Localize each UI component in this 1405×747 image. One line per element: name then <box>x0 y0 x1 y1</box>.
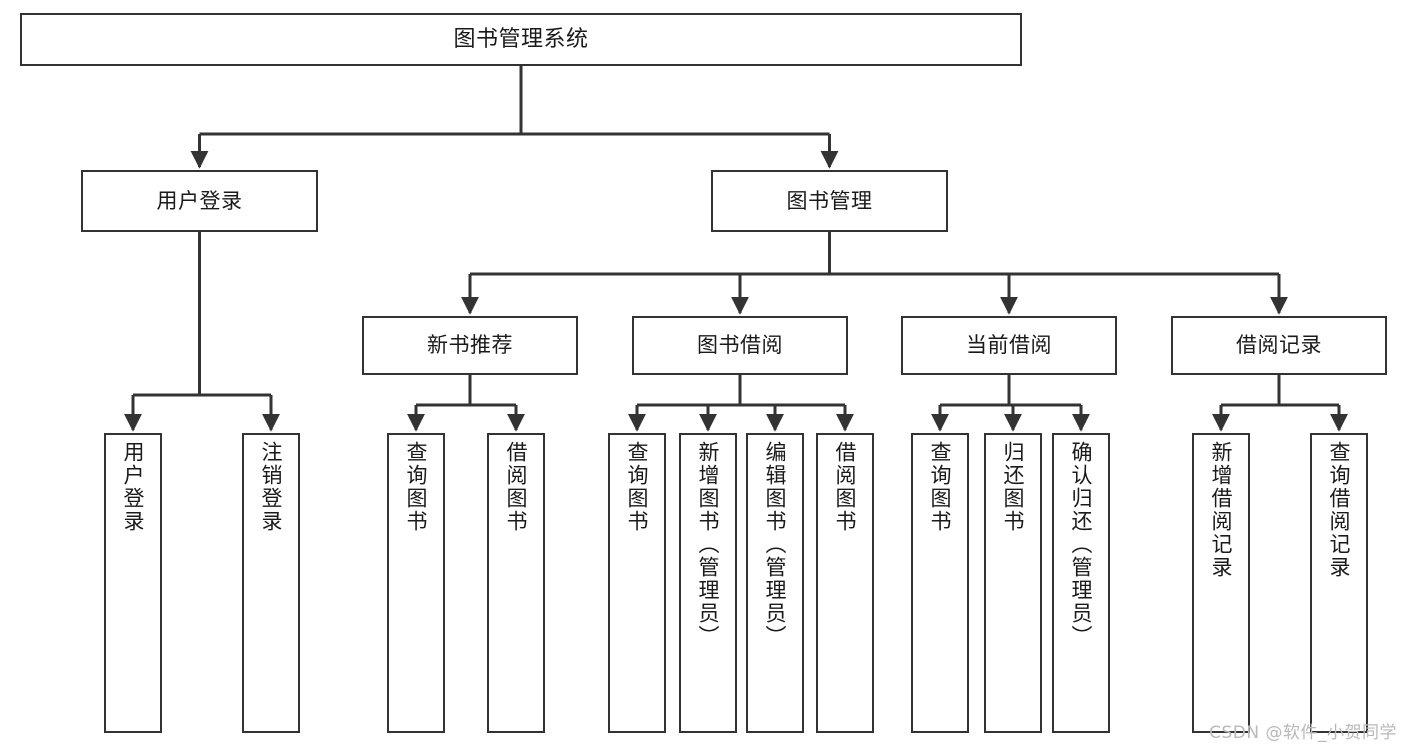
node-leaf-query-book-3-label: 查询图书 <box>928 441 953 533</box>
node-leaf-user-login-label: 用户登录 <box>121 441 146 533</box>
node-leaf-borrow-book-2-label: 借阅图书 <box>833 441 858 533</box>
node-leaf-add-book[interactable]: 新增图书（管理员） <box>679 433 737 733</box>
node-book-borrow-label: 图书借阅 <box>697 333 783 358</box>
node-root[interactable]: 图书管理系统 <box>20 13 1022 66</box>
node-borrow-record-label: 借阅记录 <box>1236 333 1322 358</box>
node-new-book-rec-label: 新书推荐 <box>427 333 513 358</box>
node-leaf-confirm-return-label: 确认归还（管理员） <box>1069 441 1094 648</box>
node-book-manage[interactable]: 图书管理 <box>711 170 948 232</box>
node-leaf-query-book-1[interactable]: 查询图书 <box>387 433 445 733</box>
node-borrow-record[interactable]: 借阅记录 <box>1171 316 1387 375</box>
node-user-login[interactable]: 用户登录 <box>81 170 318 232</box>
node-leaf-borrow-book-1[interactable]: 借阅图书 <box>487 433 545 733</box>
node-leaf-borrow-book-1-label: 借阅图书 <box>504 441 529 533</box>
node-leaf-return-book[interactable]: 归还图书 <box>984 433 1042 733</box>
node-root-label: 图书管理系统 <box>453 26 589 52</box>
node-leaf-add-record-label: 新增借阅记录 <box>1209 441 1234 579</box>
node-leaf-query-record[interactable]: 查询借阅记录 <box>1310 433 1368 733</box>
node-leaf-query-book-1-label: 查询图书 <box>404 441 429 533</box>
node-book-manage-label: 图书管理 <box>786 188 873 213</box>
node-leaf-user-login[interactable]: 用户登录 <box>104 433 162 733</box>
node-leaf-confirm-return[interactable]: 确认归还（管理员） <box>1052 433 1110 733</box>
node-leaf-query-book-3[interactable]: 查询图书 <box>911 433 969 733</box>
node-leaf-return-book-label: 归还图书 <box>1001 441 1026 533</box>
node-leaf-query-book-2[interactable]: 查询图书 <box>608 433 666 733</box>
node-leaf-add-book-label: 新增图书（管理员） <box>696 441 721 648</box>
node-book-borrow[interactable]: 图书借阅 <box>632 316 848 375</box>
node-leaf-user-logout-label: 注销登录 <box>259 441 284 533</box>
node-user-login-label: 用户登录 <box>156 188 243 213</box>
node-leaf-borrow-book-2[interactable]: 借阅图书 <box>816 433 874 733</box>
node-new-book-rec[interactable]: 新书推荐 <box>362 316 578 375</box>
node-leaf-add-record[interactable]: 新增借阅记录 <box>1192 433 1250 733</box>
node-current-borrow[interactable]: 当前借阅 <box>901 316 1117 375</box>
node-leaf-edit-book[interactable]: 编辑图书（管理员） <box>746 433 804 733</box>
node-current-borrow-label: 当前借阅 <box>966 333 1052 358</box>
node-leaf-edit-book-label: 编辑图书（管理员） <box>763 441 788 648</box>
node-leaf-user-logout[interactable]: 注销登录 <box>242 433 300 733</box>
node-leaf-query-record-label: 查询借阅记录 <box>1327 441 1352 579</box>
node-leaf-query-book-2-label: 查询图书 <box>625 441 650 533</box>
